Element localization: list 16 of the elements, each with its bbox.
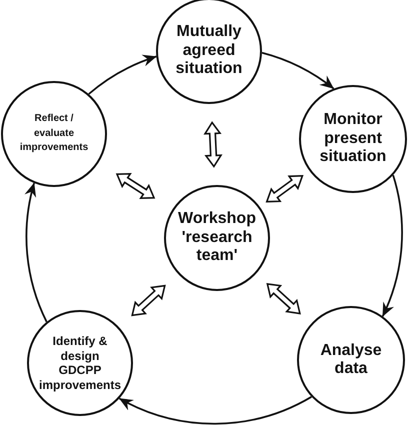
double-arrow <box>266 282 301 314</box>
double-arrow <box>266 174 304 203</box>
node-label: Reflect / evaluate improvements <box>18 112 90 156</box>
node-label: Workshop 'research team' <box>177 210 257 266</box>
node-label: Mutually agreed situation <box>174 23 244 79</box>
arrow <box>262 52 334 90</box>
double-arrow <box>116 172 156 200</box>
double-arrow <box>204 121 222 168</box>
double-arrow <box>131 284 166 316</box>
arrow <box>118 396 312 424</box>
arrow <box>88 56 157 95</box>
node-label: Monitor present situation <box>318 111 388 167</box>
arrow <box>25 182 48 322</box>
arrow <box>382 174 403 317</box>
node-label: Analyse data <box>319 342 383 378</box>
node-label: Identify & design GDCPP improvements <box>38 334 122 392</box>
